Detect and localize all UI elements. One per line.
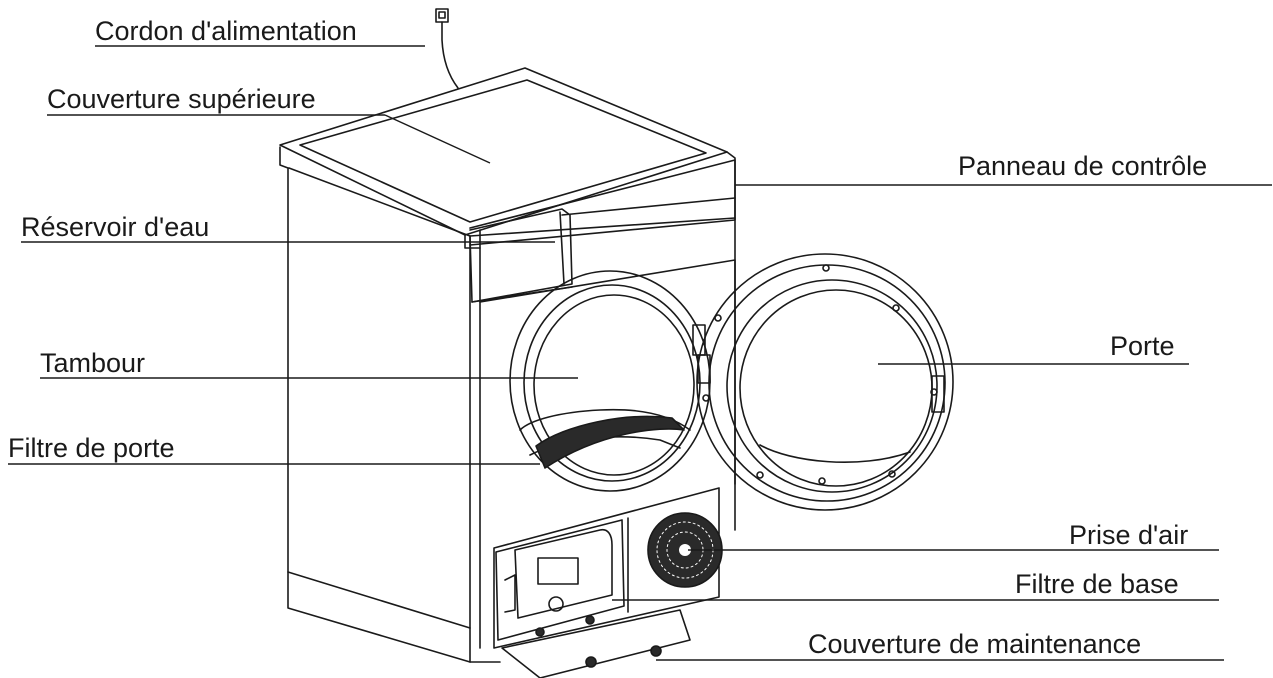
door bbox=[696, 253, 954, 511]
control-panel bbox=[469, 159, 736, 246]
label-power-cord: Cordon d'alimentation bbox=[95, 16, 357, 46]
label-base-filter: Filtre de base bbox=[1015, 569, 1179, 599]
label-maintenance-cover: Couverture de maintenance bbox=[808, 629, 1142, 659]
leader-lines bbox=[8, 45, 1272, 661]
power-cord bbox=[435, 8, 459, 89]
maintenance-cover bbox=[501, 609, 691, 678]
door-filter bbox=[535, 415, 685, 469]
lower-service-area bbox=[493, 487, 720, 649]
cabinet bbox=[279, 146, 736, 663]
label-top-cover: Couverture supérieure bbox=[47, 84, 316, 114]
label-door: Porte bbox=[1110, 331, 1175, 361]
front-panel bbox=[479, 259, 736, 485]
base-filter bbox=[504, 528, 613, 619]
label-water-tank: Réservoir d'eau bbox=[21, 212, 210, 242]
label-door-filter: Filtre de porte bbox=[8, 433, 175, 463]
label-control-panel: Panneau de contrôle bbox=[958, 151, 1208, 181]
label-drum: Tambour bbox=[40, 348, 146, 378]
leader-top-cover-pointer bbox=[384, 114, 491, 164]
drum bbox=[509, 270, 711, 492]
label-air-intake: Prise d'air bbox=[1069, 520, 1189, 550]
